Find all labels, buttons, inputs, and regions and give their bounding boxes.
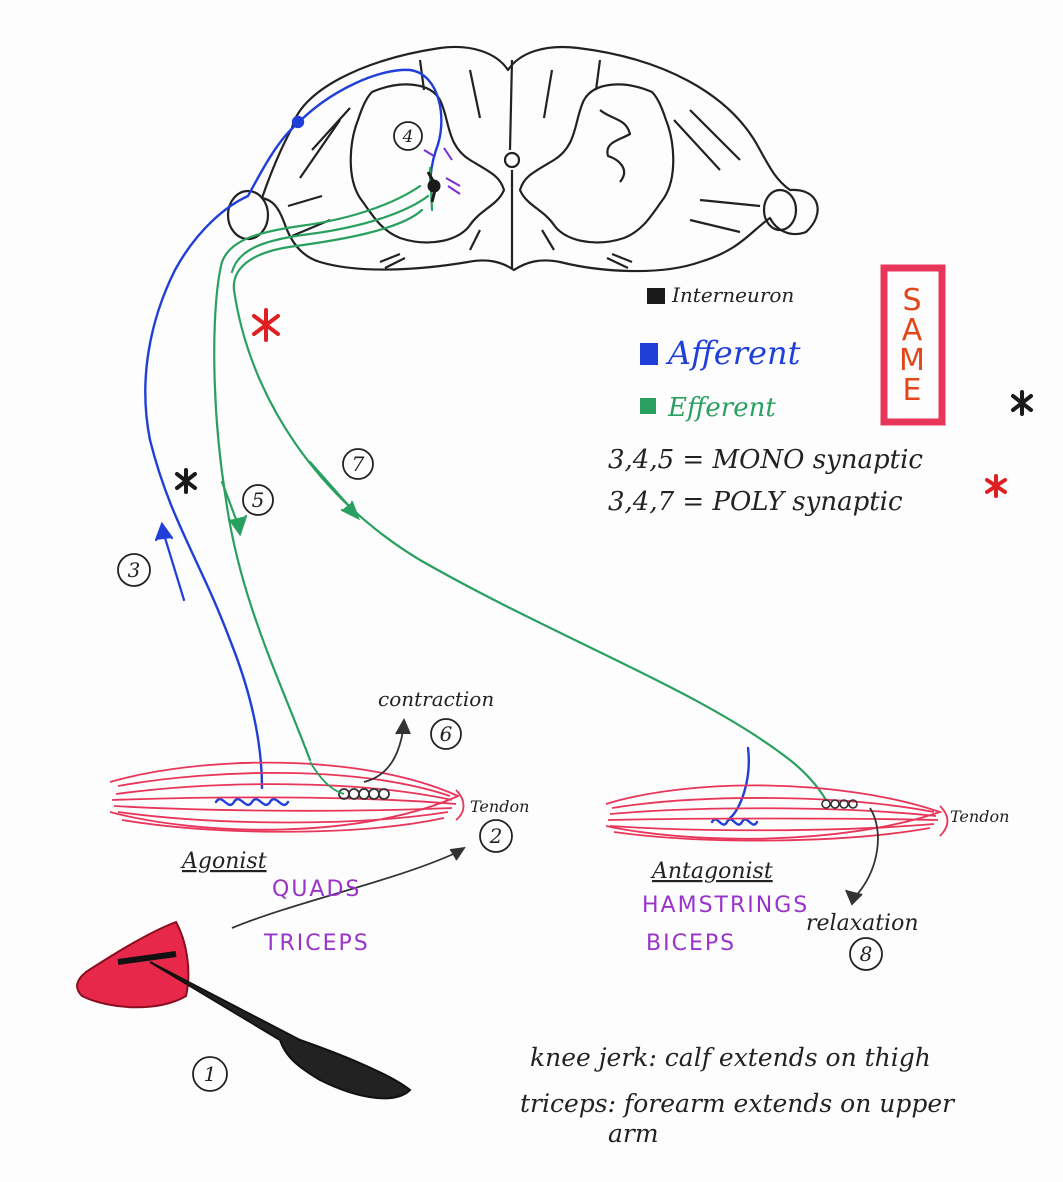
legend-red-asterisk-icon <box>987 476 1005 496</box>
tendon-label-left: Tendon <box>470 797 529 816</box>
afferent-muscle-coil <box>216 799 288 805</box>
legend: Interneuron Afferent Efferent <box>640 283 801 423</box>
antagonist-label: Antagonist <box>650 859 773 884</box>
triceps-note-line1: triceps: forearm extends on upper <box>520 1089 956 1118</box>
step-1: 1 <box>204 1062 217 1086</box>
red-asterisk-icon <box>254 310 278 340</box>
efferent-neuron <box>214 168 826 800</box>
muscle-group-names: QUADS TRICEPS HAMSTRINGS BICEPS <box>263 877 809 956</box>
antagonist-muscle <box>606 785 948 840</box>
step-6: 6 <box>440 722 453 746</box>
afferent-fiber <box>145 70 441 788</box>
median-fissure <box>510 60 512 268</box>
tendon-label-right: Tendon <box>950 807 1009 826</box>
hammer-head <box>77 922 188 1007</box>
right-grey-matter <box>520 84 673 242</box>
same-letter-e: E <box>903 373 924 408</box>
left-root-bulge <box>228 191 268 239</box>
spinal-cord-cross-section <box>228 47 818 271</box>
legend-black-asterisk-icon <box>1013 392 1031 414</box>
legend-efferent-label: Efferent <box>667 393 776 423</box>
mono-synaptic-line: 3,4,5 = MONO synaptic <box>608 445 923 475</box>
legend-swatch-efferent <box>640 398 656 414</box>
black-asterisk-icon <box>177 470 195 492</box>
knee-jerk-note: knee jerk: calf extends on thigh <box>530 1043 931 1072</box>
dorsal-root-ganglion-cell <box>293 117 303 127</box>
legend-swatch-interneuron <box>647 288 665 304</box>
step-3: 3 <box>128 558 141 582</box>
step-5: 5 <box>252 488 265 512</box>
step-4: 4 <box>402 127 414 147</box>
agonist-muscle <box>110 763 464 832</box>
triceps-label: TRICEPS <box>263 931 370 956</box>
triceps-note-line2: arm <box>608 1119 659 1148</box>
contraction-label: contraction <box>378 687 494 711</box>
step-2: 2 <box>489 824 503 848</box>
legend-swatch-afferent <box>640 343 658 365</box>
agonist-label: Agonist <box>180 849 267 874</box>
step-8: 8 <box>860 942 873 966</box>
central-canal <box>505 153 519 167</box>
synaptic-formulas: 3,4,5 = MONO synaptic 3,4,7 = POLY synap… <box>608 445 923 517</box>
right-horn-detail <box>600 110 630 182</box>
bottom-notes: knee jerk: calf extends on thigh triceps… <box>520 1043 956 1148</box>
step-7: 7 <box>352 452 365 476</box>
legend-interneuron-label: Interneuron <box>671 283 794 307</box>
legend-afferent-label: Afferent <box>665 334 801 372</box>
poly-synaptic-line: 3,4,7 = POLY synaptic <box>608 487 903 517</box>
hamstrings-label: HAMSTRINGS <box>642 893 809 918</box>
right-root-bulge <box>764 190 796 230</box>
hammer-handle <box>150 962 410 1098</box>
tract-lines <box>288 60 760 250</box>
quads-label: QUADS <box>272 877 361 902</box>
afferent-antagonist-coil <box>712 819 757 824</box>
biceps-label: BICEPS <box>646 931 736 956</box>
same-box: S A M E <box>884 268 942 422</box>
interneuron <box>428 172 439 202</box>
relaxation-label: relaxation <box>806 911 919 936</box>
left-grey-matter <box>351 84 504 242</box>
relaxation-arrow <box>854 808 878 898</box>
